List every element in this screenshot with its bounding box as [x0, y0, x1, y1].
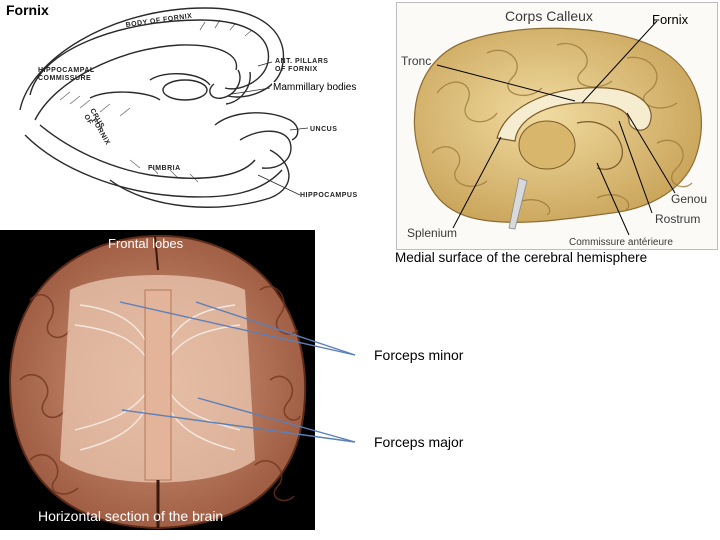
horizontal-section-caption: Horizontal section of the brain [38, 508, 224, 524]
frontal-lobes-label: Frontal lobes [108, 236, 184, 251]
genou-label: Genou [671, 192, 707, 206]
ant-pillars-label-line2: OF FORNIX [275, 66, 318, 73]
rostrum-label: Rostrum [655, 212, 700, 226]
tronc-label: Tronc [401, 54, 431, 68]
horizontal-section-drawing [8, 234, 307, 530]
splenium-label: Splenium [407, 226, 457, 240]
hippocampus-label: HIPPOCAMPUS [300, 192, 358, 199]
mammillary-bodies-label: Mammillary bodies [272, 82, 358, 93]
fimbria-label: FIMBRIA [148, 165, 181, 172]
ant-pillars-label-line1: ANT. PILLARS [275, 58, 328, 65]
horizontal-section-figure: Frontal lobes Horizontal section of the … [0, 230, 315, 530]
forceps-minor-pointer-2 [195, 301, 356, 356]
forceps-minor-label: Forceps minor [374, 347, 464, 363]
forceps-minor-pointer-1 [119, 301, 356, 356]
medial-surface-caption: Medial surface of the cerebral hemispher… [395, 250, 648, 265]
medial-surface-figure: Corps Calleux Fornix Tronc Genou Rostrum… [396, 2, 718, 250]
fornix-drawing: BODY OF FORNIX HIPPOCAMPAL COMMISSURE CR… [19, 7, 358, 208]
medial-surface-drawing: Corps Calleux Fornix Tronc Genou Rostrum… [401, 8, 707, 248]
fornix-photo-label: Fornix [652, 12, 689, 27]
fornix-diagram: BODY OF FORNIX HIPPOCAMPAL COMMISSURE CR… [0, 0, 380, 228]
hippocampal-commissure-label-line1: HIPPOCAMPAL [38, 67, 95, 74]
corps-calleux-label: Corps Calleux [505, 8, 593, 24]
forceps-major-label: Forceps major [374, 434, 464, 450]
uncus-label: UNCUS [310, 126, 337, 133]
hippocampal-commissure-label-line2: COMMISSURE [38, 75, 91, 82]
crus-of-fornix-label-line2: OF [82, 114, 94, 127]
commissure-anterieure-label: Commissure antérieure [569, 237, 673, 248]
forceps-major-pointer-1 [121, 409, 356, 443]
fornix-title: Fornix [6, 2, 49, 18]
forceps-major-pointer-2 [197, 397, 356, 443]
